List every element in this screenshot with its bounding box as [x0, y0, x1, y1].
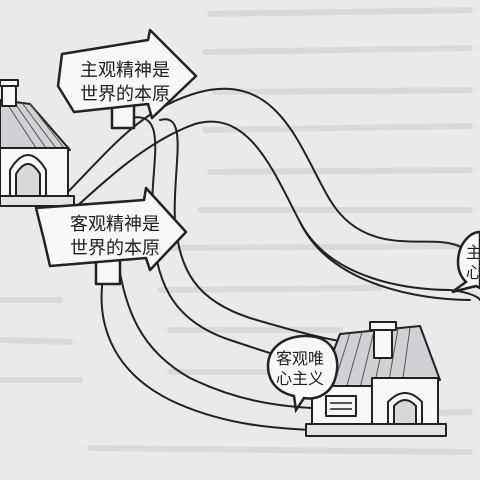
upper-sign-line2: 世界的本原: [80, 84, 170, 105]
winding-road: [59, 87, 480, 431]
upper-sign-line1: 主观精神是: [80, 60, 170, 81]
upper-house: [0, 79, 75, 207]
lower-sign: [34, 186, 188, 286]
bubble-line2: 心主义: [276, 369, 324, 388]
lower-sign-line2: 世界的本原: [70, 238, 160, 259]
right-speech-bubble: [451, 230, 480, 294]
upper-sign: [56, 28, 198, 130]
right-bubble-glyph1: 主: [466, 243, 480, 262]
lower-house: [305, 321, 447, 437]
lower-speech-bubble: [266, 334, 339, 414]
right-bubble-glyph2: 心: [466, 263, 480, 282]
bubble-line1: 客观唯: [276, 349, 324, 368]
lower-sign-line1: 客观精神是: [70, 214, 160, 235]
